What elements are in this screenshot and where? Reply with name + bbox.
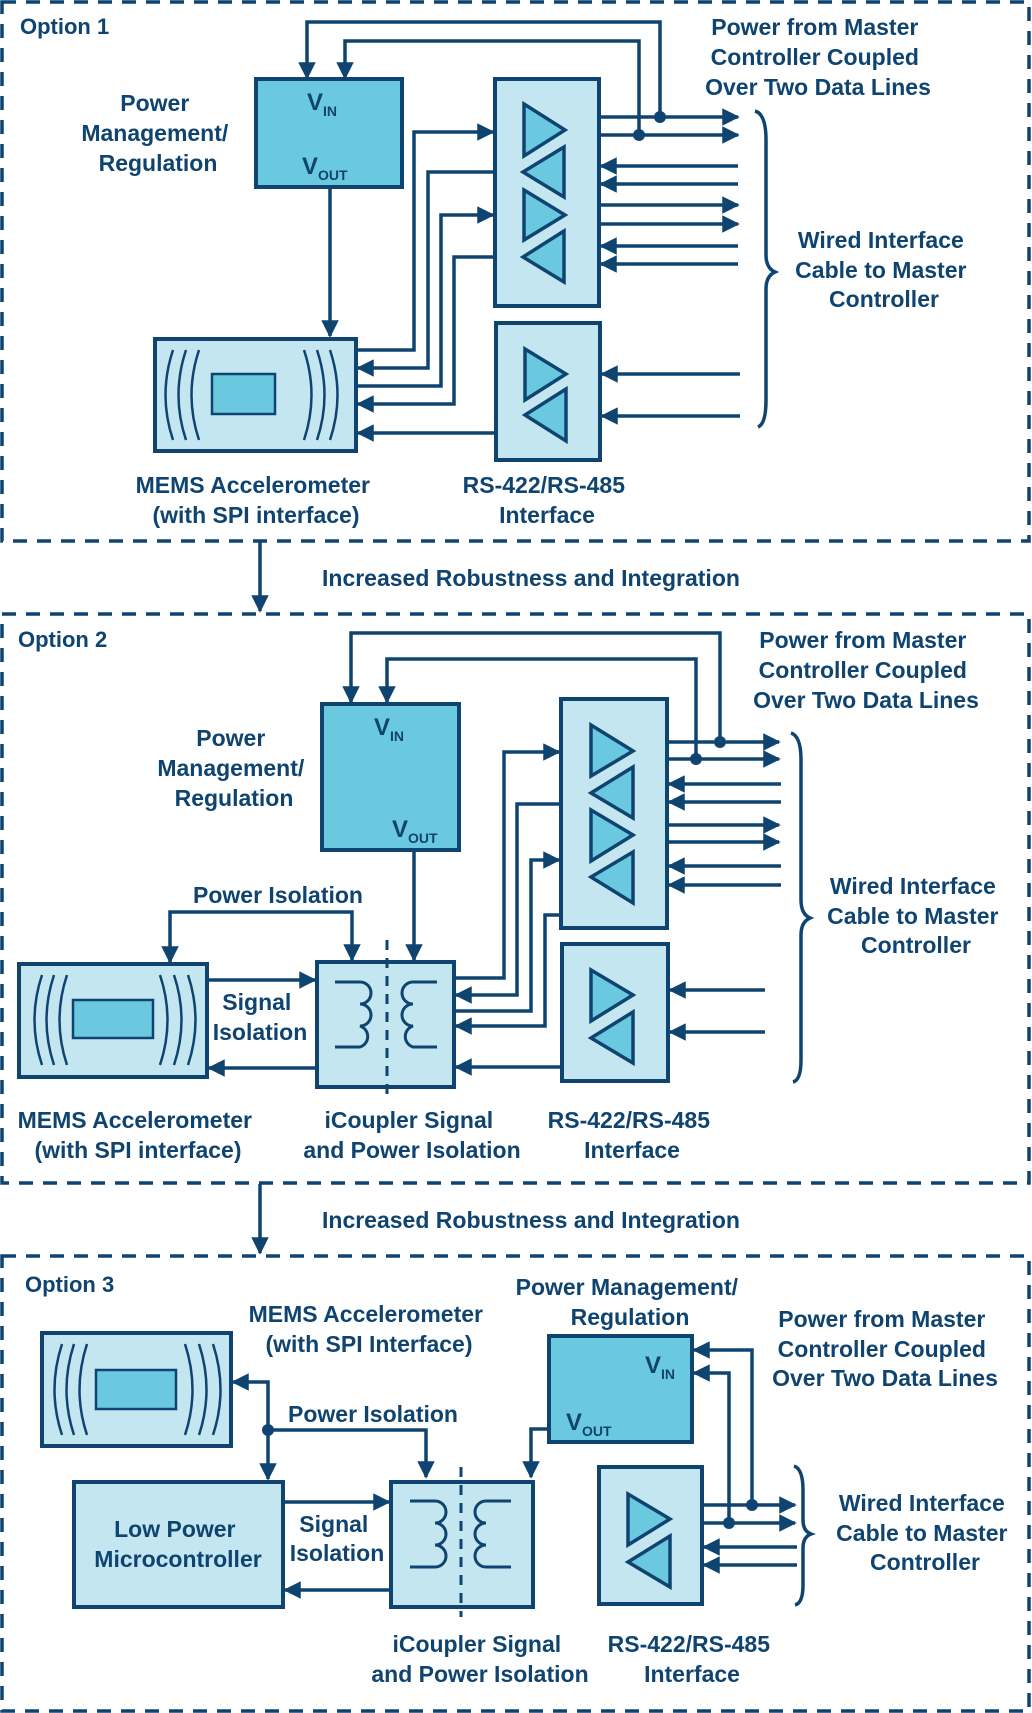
option-1-receiver-1: [519, 143, 566, 201]
option-2-border: [0, 612, 1031, 1185]
option-1-wire-3: [357, 206, 495, 388]
option-1-rs485-block-lower: [494, 321, 602, 462]
option-2-wire-4: [454, 913, 561, 1035]
option-1-cable-brace: [754, 109, 780, 429]
option-3-driver: [626, 1490, 674, 1549]
option-2-power-isolation-to-icoupler: [275, 910, 361, 962]
option-1-wire-1: [357, 123, 495, 352]
option-2-mems-label: MEMS Accelerometer (with SPI interface): [18, 1107, 259, 1163]
option-1-junction-2: [633, 129, 645, 141]
option-3-power-feed-1: [692, 1341, 754, 1505]
option-1-wire-2: [356, 170, 494, 377]
option-3-power-to-icoupler: [268, 1428, 435, 1479]
option-3-power-to-mems: [231, 1373, 270, 1430]
option-3-border: [0, 1254, 1031, 1713]
option-3-power-from-master-label: Power from Master Controller Coupled Ove…: [772, 1306, 998, 1391]
option-2-power-feed-1: [342, 631, 722, 742]
option-2-power-isolation-to-mems: [161, 910, 275, 964]
option-3-power-mgmt-block: [547, 1334, 694, 1444]
option-1-driver-2: [522, 186, 569, 244]
option-2-title: Option 2: [18, 627, 107, 652]
option-3-panel: Option 3 MEMS Accelerometer (with SPI In…: [0, 1254, 1031, 1713]
option-2-junction-2: [690, 753, 702, 765]
option-3-junction-2: [723, 1517, 735, 1529]
option-1-vout-label: VOUT: [302, 153, 348, 183]
option-1-wire-4: [356, 255, 494, 413]
option-1-rs485-label: RS-422/RS-485 Interface: [463, 472, 632, 528]
option-2-receiver-3: [587, 1008, 635, 1067]
option-2-coil-right: [400, 980, 437, 1049]
option-2-rs485-block-upper: [559, 697, 669, 930]
option-1-power-from-master-label: Power from Master Controller Coupled Ove…: [705, 14, 931, 100]
option-2-icoupler-block: [315, 940, 456, 1101]
option-1-wired-interface-label: Wired Interface Cable to Master Controll…: [795, 227, 973, 312]
option-3-mems-block: [40, 1331, 233, 1448]
option-2-panel: Option 2 Power Management/ Regulation VI…: [0, 612, 1031, 1185]
option-2-wired-interface-label: Wired Interface Cable to Master Controll…: [827, 873, 1005, 958]
option-3-signal-isolation-label: Signal Isolation: [290, 1511, 385, 1566]
option-3-vout-label: VOUT: [566, 1409, 612, 1439]
option-2-power-feed-2: [378, 657, 698, 759]
option-3-icoupler-block: [389, 1467, 535, 1617]
option-2-cable-brace: [790, 731, 815, 1084]
option-1-power-mgmt-block: [254, 77, 404, 189]
transition-label-1: Increased Robustness and Integration: [322, 565, 740, 591]
option-2-vout-label: VOUT: [392, 816, 438, 846]
option-3-mcu-label: Low Power Microcontroller: [94, 1516, 261, 1572]
option-1-panel: Option 1 Power Management/ Regulation VI…: [0, 0, 1031, 543]
transition-label-2: Increased Robustness and Integration: [322, 1207, 740, 1233]
option-1-title: Option 1: [20, 14, 109, 39]
option-3-title: Option 3: [25, 1272, 114, 1297]
option-3-icoupler-label: iCoupler Signal and Power Isolation: [371, 1631, 588, 1687]
option-2-driver-2: [589, 806, 637, 865]
option-2-signal-isolation-label: Signal Isolation: [213, 989, 308, 1045]
option-2-power-mgmt-block: [320, 702, 461, 852]
option-2-rs485-block-lower: [560, 942, 670, 1083]
option-2-receiver-1: [587, 763, 635, 822]
option-2-icoupler-label: iCoupler Signal and Power Isolation: [303, 1107, 520, 1163]
option-2-driver-1: [589, 721, 637, 780]
option-3-junction-power: [262, 1424, 274, 1436]
option-3-rs485-block: [597, 1465, 704, 1606]
option-3-cable-brace: [793, 1464, 816, 1607]
option-1-junction-1: [654, 111, 666, 123]
option-1-receiver-2: [519, 227, 566, 286]
option-2-wire-1: [455, 743, 561, 980]
option-3-power-isolation-label: Power Isolation: [288, 1401, 458, 1427]
option-2-receiver-2: [587, 848, 635, 907]
option-1-receiver-3: [521, 385, 568, 445]
option-1-border: [0, 0, 1031, 543]
option-3-receiver: [624, 1532, 672, 1591]
option-1-mems-block: [153, 337, 358, 453]
option-3-junction-1: [746, 1499, 758, 1511]
option-2-wire-3: [455, 851, 561, 1013]
option-2-vin-label: VIN: [374, 714, 404, 744]
option-2-wire-2: [454, 802, 561, 1004]
option-2-rs485-label: RS-422/RS-485 Interface: [548, 1107, 717, 1163]
option-2-coil-left: [335, 980, 373, 1049]
option-3-mcu-block: [72, 1480, 285, 1609]
option-3-vin-label: VIN: [645, 1352, 675, 1382]
option-2-power-isolation-label: Power Isolation: [193, 882, 363, 908]
option-2-power-mgmt-label: Power Management/ Regulation: [157, 725, 310, 811]
option-1-vin-label: VIN: [307, 89, 337, 119]
option-3-wired-interface-label: Wired Interface Cable to Master Controll…: [836, 1490, 1014, 1575]
option-3-rs485-label: RS-422/RS-485 Interface: [608, 1631, 777, 1687]
option-1-power-mgmt-label: Power Management/ Regulation: [81, 90, 234, 176]
option-3-coil-left: [410, 1499, 448, 1569]
option-1-power-feed-1: [298, 20, 662, 114]
option-2-mems-block: [17, 962, 209, 1079]
option-3-mems-label: MEMS Accelerometer (with SPI Interface): [249, 1301, 490, 1357]
option-1-power-feed-2: [336, 39, 641, 135]
option-2-driver-3: [589, 966, 637, 1025]
option-3-power-mgmt-label: Power Management/ Regulation: [516, 1274, 745, 1330]
option-1-driver-1: [522, 100, 569, 160]
option-1-driver-3: [523, 345, 570, 404]
option-3-vout-to-icoupler: [522, 1427, 549, 1479]
option-3-power-feed-2: [692, 1364, 731, 1523]
option-2-junction-1: [714, 736, 726, 748]
option-1-mems-label: MEMS Accelerometer (with SPI interface): [136, 472, 377, 528]
option-2-power-from-master-label: Power from Master Controller Coupled Ove…: [753, 627, 979, 713]
option-3-coil-right: [473, 1499, 511, 1569]
